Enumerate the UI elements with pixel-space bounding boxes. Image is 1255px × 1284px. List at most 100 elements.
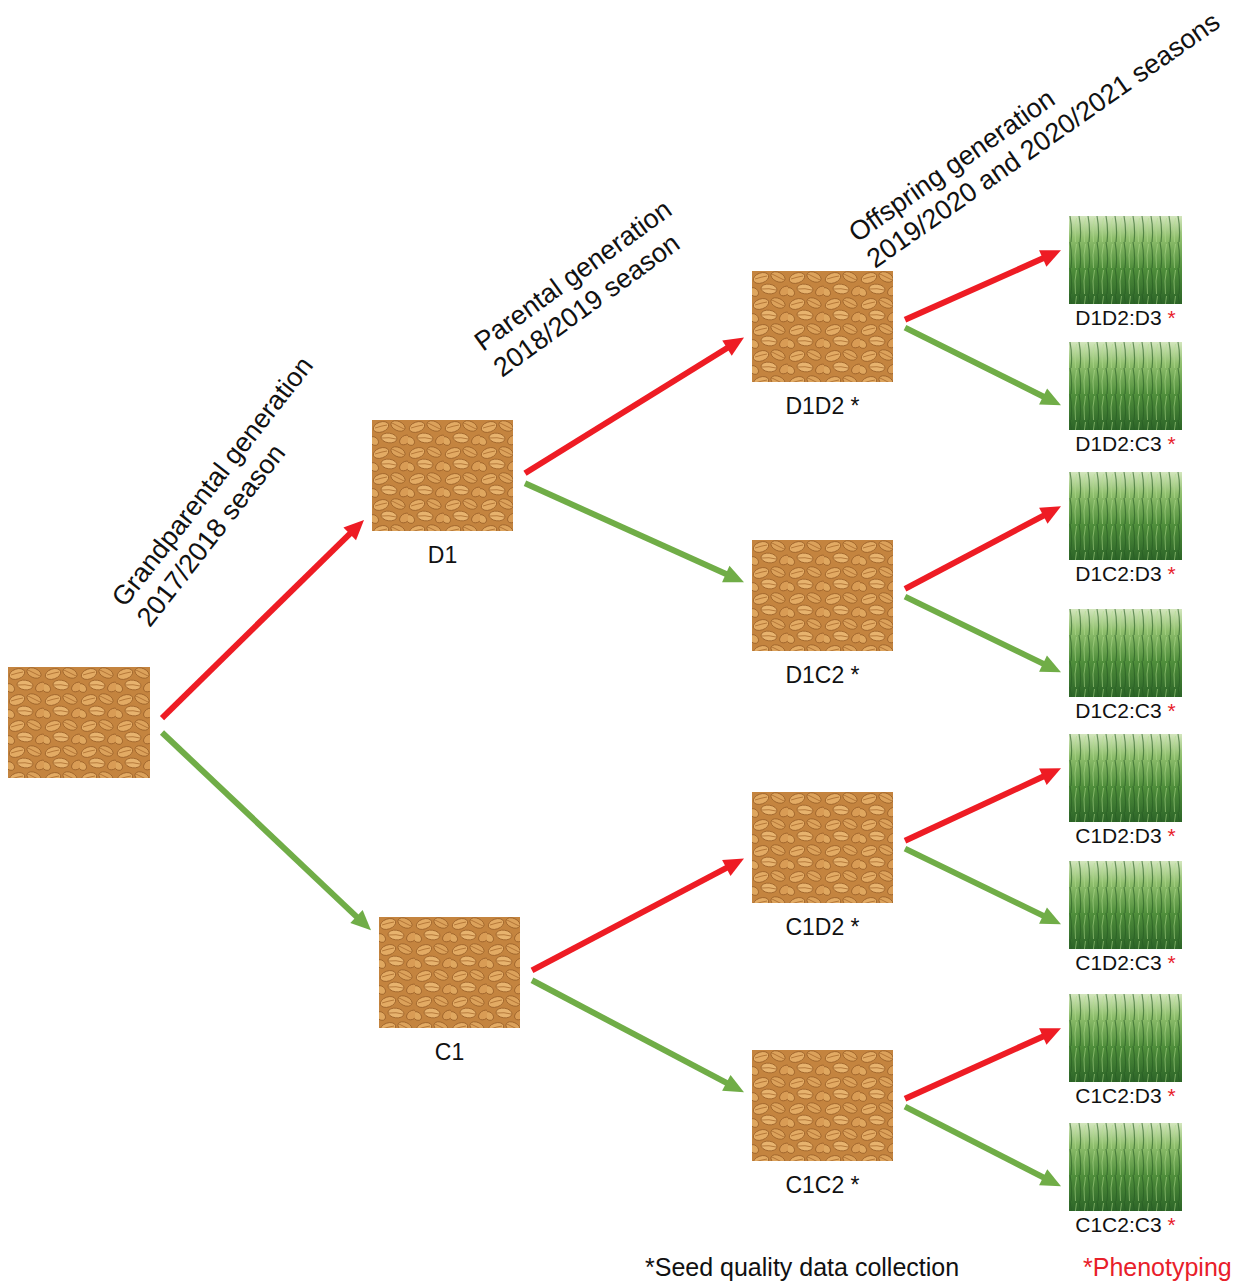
seed-sample <box>8 667 150 778</box>
crop-blades <box>1069 609 1182 697</box>
crop-blades <box>1069 342 1182 430</box>
sample-label: C1C2:C3* <box>1075 1214 1176 1236</box>
sample-label: D1D2 * <box>785 394 859 418</box>
arrow-head <box>343 520 364 540</box>
sample-label: D1D2:C3* <box>1075 433 1176 455</box>
field-ground <box>1069 734 1182 822</box>
sample-code: C1C2:D3 <box>1075 1084 1161 1107</box>
arrow-shaft <box>905 1035 1046 1099</box>
seed-photo <box>752 540 893 651</box>
field-ground <box>1069 861 1182 949</box>
field-plot: D1C2:C3* <box>1069 609 1182 722</box>
crop-blades <box>1069 994 1182 1082</box>
seed-photo <box>752 1050 893 1161</box>
sample-code: D1D2:D3 <box>1075 306 1161 329</box>
sample-code: D1C2 * <box>785 662 859 688</box>
seed-sample: C1D2 * <box>752 792 893 939</box>
phenotyping-mark: * <box>1168 1213 1176 1236</box>
sample-label: C1D2:C3* <box>1075 952 1176 974</box>
arrow-shaft <box>162 732 359 919</box>
seed-sample: D1 <box>372 420 513 567</box>
treatment-arrow <box>905 1107 1061 1187</box>
field-plot: C1D2:D3* <box>1069 734 1182 847</box>
arrow-head <box>722 338 744 356</box>
treatment-arrow <box>905 597 1061 673</box>
field-ground <box>1069 609 1182 697</box>
seed-photo <box>8 667 150 778</box>
field-plot: D1C2:D3 * <box>1069 472 1182 585</box>
treatment-arrow <box>532 980 744 1092</box>
footnote: *Phenotyping <box>1083 1255 1232 1280</box>
arrow-head <box>722 566 744 582</box>
sample-label: C1C2 * <box>785 1173 859 1197</box>
field-plot: C1C2:C3* <box>1069 1123 1182 1236</box>
arrow-shaft <box>905 597 1047 666</box>
arrow-head <box>1039 250 1061 266</box>
wheat-grains <box>372 420 513 531</box>
arrow-shaft <box>905 775 1046 841</box>
arrow-shaft <box>905 849 1047 918</box>
season-subheading: 2019/2020 and 2020/2021 seasons <box>862 8 1224 273</box>
treatment-arrow <box>162 732 371 930</box>
treatment-arrow <box>905 849 1061 925</box>
field-photo <box>1069 472 1182 560</box>
crop-blades <box>1069 1123 1182 1211</box>
seed-sample: C1C2 * <box>752 1050 893 1197</box>
phenotyping-mark: * <box>1168 699 1176 722</box>
phenotyping-mark: * <box>1168 951 1176 974</box>
arrow-shaft <box>525 483 729 575</box>
sample-label: C1D2 * <box>785 915 859 939</box>
field-photo <box>1069 734 1182 822</box>
sample-code: D1D2 * <box>785 393 859 419</box>
sample-label: C1D2:D3* <box>1075 825 1176 847</box>
wheat-grains <box>379 917 520 1028</box>
sample-label: D1C2:D3 * <box>1075 563 1176 585</box>
phenotyping-mark: * <box>1168 1084 1176 1107</box>
phenotyping-mark: * <box>1168 562 1176 585</box>
sample-code: D1C2:D3 <box>1075 562 1161 585</box>
arrow-head <box>1039 1169 1061 1186</box>
wheat-grains <box>752 271 893 382</box>
field-plot: D1D2:C3* <box>1069 342 1182 455</box>
treatment-arrow <box>532 859 744 971</box>
field-ground <box>1069 994 1182 1082</box>
seed-sample: C1 <box>379 917 520 1064</box>
seed-sample: D1D2 * <box>752 271 893 418</box>
treatment-arrow <box>905 328 1061 406</box>
field-photo <box>1069 861 1182 949</box>
crop-blades <box>1069 216 1182 304</box>
arrow-shaft <box>905 257 1046 320</box>
sample-code: D1 <box>428 542 457 568</box>
field-ground <box>1069 216 1182 304</box>
arrow-head <box>1039 1028 1061 1044</box>
seed-photo <box>379 917 520 1028</box>
sample-code: C1 <box>435 1039 464 1065</box>
sample-code: D1D2:C3 <box>1075 432 1161 455</box>
seed-photo <box>752 792 893 903</box>
sample-label: D1D2:D3 * <box>1075 307 1176 329</box>
sample-label: C1C2:D3 * <box>1075 1085 1176 1107</box>
treatment-arrow <box>905 1028 1061 1099</box>
treatment-arrow <box>525 338 744 474</box>
seed-photo <box>372 420 513 531</box>
phenotyping-mark: * <box>1168 824 1176 847</box>
wheat-grains <box>752 1050 893 1161</box>
arrow-shaft <box>525 346 730 473</box>
field-plot: C1D2:C3* <box>1069 861 1182 974</box>
arrow-head <box>1039 768 1061 785</box>
generation-heading: Grandparental generation <box>107 352 318 611</box>
phenotyping-mark: * <box>1168 306 1176 329</box>
field-ground <box>1069 1123 1182 1211</box>
arrow-head <box>1039 506 1061 523</box>
field-ground <box>1069 472 1182 560</box>
arrow-head <box>1039 908 1061 925</box>
sample-label: C1 <box>435 1040 464 1064</box>
wheat-grains <box>752 792 893 903</box>
arrow-head <box>722 859 744 876</box>
arrow-head <box>1039 656 1061 673</box>
sample-label: D1 <box>428 543 457 567</box>
sample-code: C1D2 * <box>785 914 859 940</box>
field-ground <box>1069 342 1182 430</box>
crop-blades <box>1069 734 1182 822</box>
